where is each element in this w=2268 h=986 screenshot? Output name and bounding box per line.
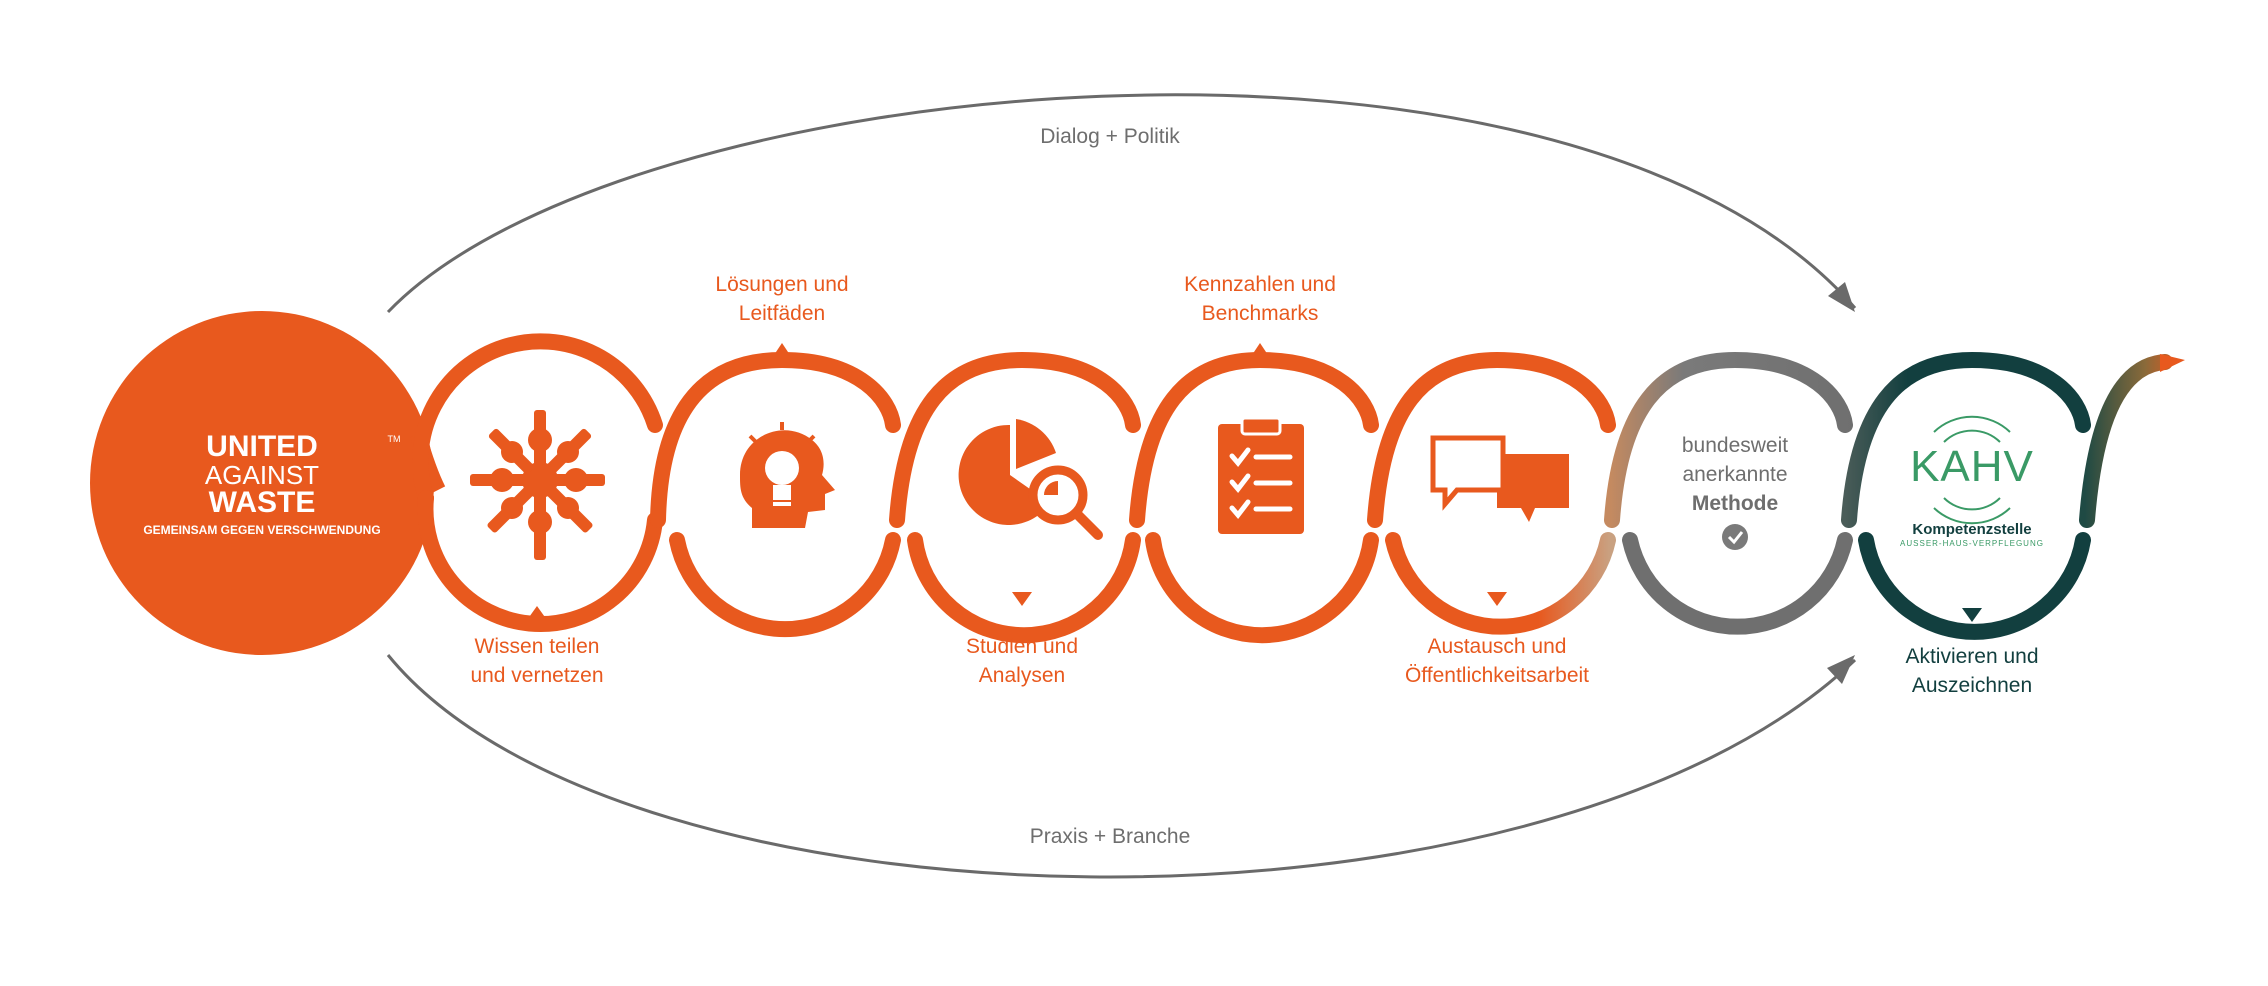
kahv-caption-line: Auszeichnen [1911,674,2033,697]
step-label-line: Leitfäden [738,302,826,325]
kahv-logo [1933,415,2011,525]
method-label: bundesweit anerkannte Methode [1645,431,1825,518]
head-lightbulb-icon [740,422,835,528]
bottom-flow-label: Praxis + Branche [1029,825,1191,848]
logo-word-against: AGAINST [204,460,320,490]
step-label-studien: Studien und Analysen [912,632,1132,690]
logo-word-waste: WASTE [208,486,316,519]
step-label-line: Wissen teilen [474,635,600,658]
kahv-ring [1841,351,2091,528]
step1-ring [412,333,663,506]
step-label-line: Austausch und [1427,635,1567,658]
step-label-loesungen: Lösungen und Leitfäden [672,270,892,328]
method-label-line: anerkannte [1682,463,1788,486]
kahv-tail [2079,354,2173,528]
kahv-caption: Aktivieren und Auszeichnen [1862,642,2082,700]
logo-trademark: TM [387,434,401,444]
check-badge-icon [1722,524,1748,550]
clipboard-checklist-icon [1218,416,1304,534]
step-label-line: Benchmarks [1201,302,1319,325]
step3-ring [889,351,1141,528]
step-label-line: und vernetzen [470,664,604,687]
logo-tagline: GEMEINSAM GEGEN VERSCHWENDUNG [143,523,381,537]
logo-circle [90,311,434,655]
top-flow-label: Dialog + Politik [1040,125,1180,148]
method-ring [1604,351,1853,528]
step2-ring [650,351,901,528]
step4-ring [1129,351,1379,528]
kahv-caption-line: Aktivieren und [1905,645,2039,668]
step-label-line: Analysen [978,664,1066,687]
step-label-line: Studien und [965,635,1079,658]
method-label-line: bundesweit [1681,434,1789,457]
hands-icon [470,410,605,560]
logo-wordmark: UNITED AGAINST WASTE GEMEINSAM GEGEN VER… [120,430,404,539]
step-label-line: Kennzahlen und [1184,273,1336,296]
bottom-flow-arrowhead [1827,655,1855,684]
kahv-subtitle: AUSSER-HAUS-VERPFLEGUNG [1900,539,2044,548]
speech-bubbles-icon [1430,435,1569,522]
step-label-kennzahlen: Kennzahlen und Benchmarks [1150,270,1370,328]
bottom-flow-arc [386,654,1857,879]
step-label-wissen: Wissen teilen und vernetzen [427,632,647,690]
logo-word-united: UNITED [206,430,318,463]
kahv-name: Kompetenzstelle [1912,521,2032,538]
kahv-letters: KAHV [1910,442,2034,491]
step5-ring [1367,351,1616,528]
method-label-emphasis: Methode [1691,492,1779,515]
step-label-line: Öffentlichkeitsarbeit [1404,664,1590,687]
pie-chart-magnifier-icon [958,419,1103,540]
step-label-austausch: Austausch und Öffentlichkeitsarbeit [1367,632,1627,690]
top-flow-arc [386,93,1857,314]
step-label-line: Lösungen und [715,273,849,296]
top-flow-arrowhead [1828,282,1855,312]
